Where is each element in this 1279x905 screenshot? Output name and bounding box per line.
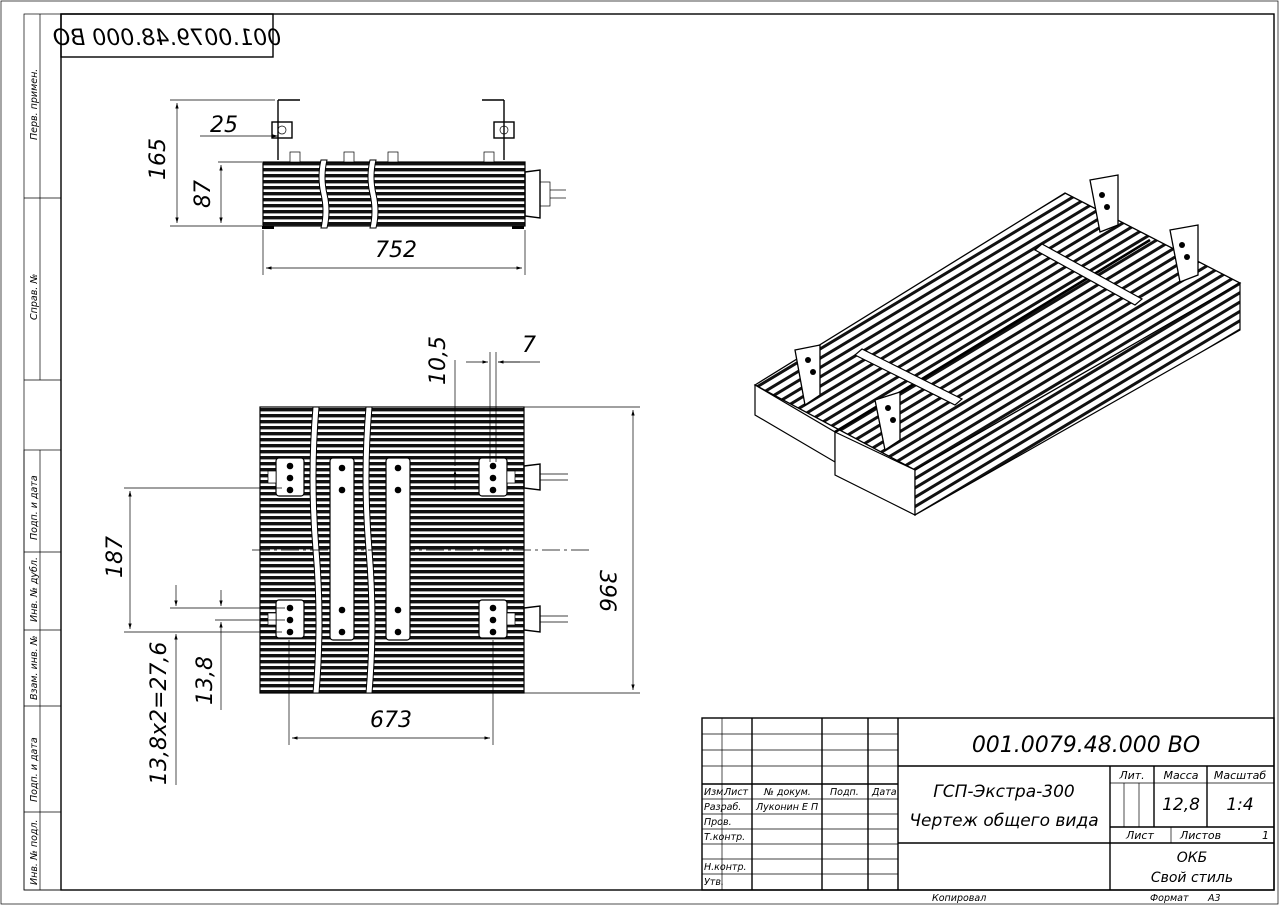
dim-10-5: 10,5: [426, 336, 451, 385]
side-inv-podl: Инв. № подл.: [29, 819, 40, 885]
col-doc: № докум.: [763, 787, 811, 798]
developer-name: Луконин Е П: [755, 802, 818, 813]
col-izm: Изм.: [704, 787, 726, 798]
dim-13-8x2: 13,8х2=27,6: [147, 642, 172, 785]
mass-value: 12,8: [1162, 795, 1200, 815]
side-inv-dubl: Инв. № дубл.: [29, 557, 40, 622]
drawing-code: 001.0079.48.000 ВО: [972, 733, 1200, 758]
col-lit: Лит.: [1118, 769, 1144, 782]
mirrored-code-text: 001.0079.48.000 ВО: [53, 26, 281, 51]
side-perv-primen: Перв. примен.: [29, 69, 40, 140]
sheets-label: Листов: [1179, 829, 1221, 842]
dim-87: 87: [191, 180, 216, 208]
copied-label: Копировал: [932, 893, 986, 904]
side-view-dimensions: 165 87 25 752: [146, 99, 526, 275]
dim-396: 396: [594, 570, 619, 612]
inner-frame: [60, 13, 1275, 891]
mirrored-code-box: 001.0079.48.000 ВО: [53, 13, 281, 58]
dim-187: 187: [103, 536, 128, 578]
side-sprav-no: Справ. №: [29, 274, 40, 320]
col-scale: Масштаб: [1214, 769, 1266, 782]
top-view: [252, 406, 590, 694]
col-date: Дата: [871, 787, 897, 798]
dim-752: 752: [375, 238, 417, 263]
scale-value: 1:4: [1226, 795, 1253, 815]
sheet-label: Лист: [1125, 829, 1154, 842]
side-podp-data-top: Подп. и дата: [29, 475, 40, 540]
side-vzam-inv: Взам. инв. №: [29, 635, 40, 700]
dim-165: 165: [146, 138, 171, 180]
format-value: А3: [1207, 893, 1221, 904]
col-mass: Масса: [1163, 769, 1198, 782]
role-tech: Т.контр.: [704, 832, 745, 843]
dim-13-8: 13,8: [193, 656, 218, 705]
isometric-view: [753, 174, 1242, 517]
sheets-count: 1: [1262, 829, 1269, 842]
role-checker: Пров.: [704, 817, 732, 828]
side-view: [262, 99, 566, 229]
drawing-title-line2: Чертеж общего вида: [909, 811, 1098, 831]
role-norm: Н.контр.: [704, 862, 747, 873]
org-line1: ОКБ: [1177, 850, 1208, 866]
dim-25: 25: [210, 113, 238, 138]
side-strip: Перв. примен. Справ. № Подп. и дата Инв.…: [23, 13, 62, 891]
role-approved: Утв.: [704, 877, 724, 888]
col-sign: Подп.: [830, 787, 859, 798]
title-block: 001.0079.48.000 ВО ГСП-Экстра-300 Чертеж…: [701, 717, 1275, 891]
top-view-dimensions: 396 187 13,8 13,8х2=27,6 673 10,5 7: [103, 333, 640, 785]
dim-7: 7: [522, 333, 536, 358]
format-label: Формат: [1150, 893, 1189, 904]
col-list: Лист: [723, 787, 749, 798]
drawing-title-line1: ГСП-Экстра-300: [933, 782, 1074, 802]
role-developer: Разраб.: [704, 802, 741, 813]
side-podp-data-bottom: Подп. и дата: [29, 737, 40, 802]
org-line2: Свой стиль: [1151, 870, 1233, 886]
dim-673: 673: [370, 708, 412, 733]
